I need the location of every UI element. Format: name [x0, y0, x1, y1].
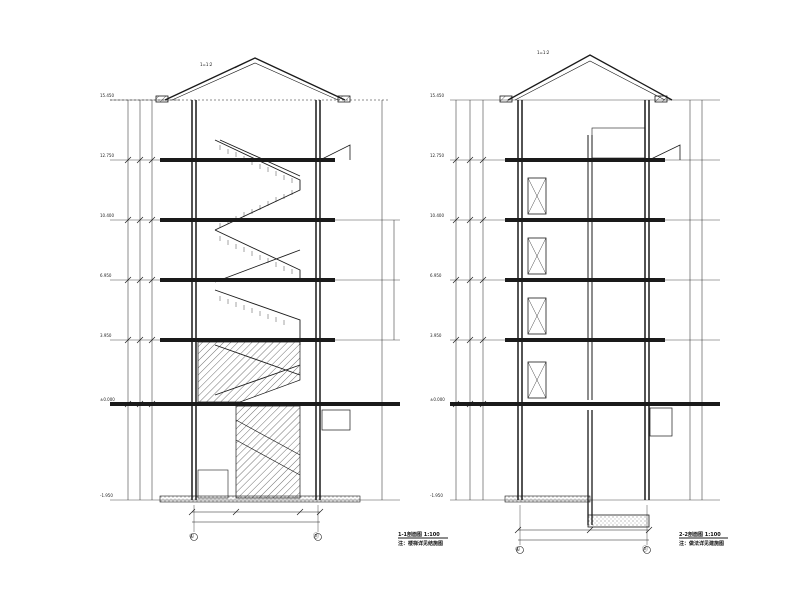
left-elevation-label: 10.400	[100, 213, 114, 218]
right-section-note: 注：做法详见建施图	[679, 541, 725, 547]
left-section	[110, 57, 448, 541]
right-section	[450, 54, 728, 554]
left-grid-axis-end: ⑪	[313, 533, 320, 540]
left-elevation-label: 3.950	[100, 333, 112, 338]
left-section-title: 1-1剖面图 1:100	[398, 532, 440, 538]
right-elevation-label: 3.950	[430, 333, 442, 338]
right-elevation-label: 15.450	[430, 93, 444, 98]
right-grid-axis-end: ⑪	[642, 546, 649, 553]
right-elevation-label: 10.400	[430, 213, 444, 218]
right-elevation-label: ±0.000	[430, 397, 445, 402]
right-section-title: 2-2剖面图 1:100	[679, 532, 721, 538]
left-elevation-label: ±0.000	[100, 397, 115, 402]
left-grid-axis-start: ①	[189, 533, 195, 540]
left-elevation-label: -1.950	[100, 493, 113, 498]
left-elevation-label: 6.950	[100, 273, 112, 278]
left-section-note: 注：楼梯详见结施图	[398, 541, 444, 547]
right-elevation-label: 12.750	[430, 153, 444, 158]
left-scale-note: 1=1:2	[200, 62, 213, 67]
left-elevation-label: 12.750	[100, 153, 114, 158]
right-scale-note: 1=1:2	[537, 50, 550, 55]
right-grid-axis-start: ①	[515, 546, 521, 553]
left-elevation-label: 15.450	[100, 93, 114, 98]
right-elevation-label: 6.950	[430, 273, 442, 278]
right-elevation-label: -1.950	[430, 493, 443, 498]
